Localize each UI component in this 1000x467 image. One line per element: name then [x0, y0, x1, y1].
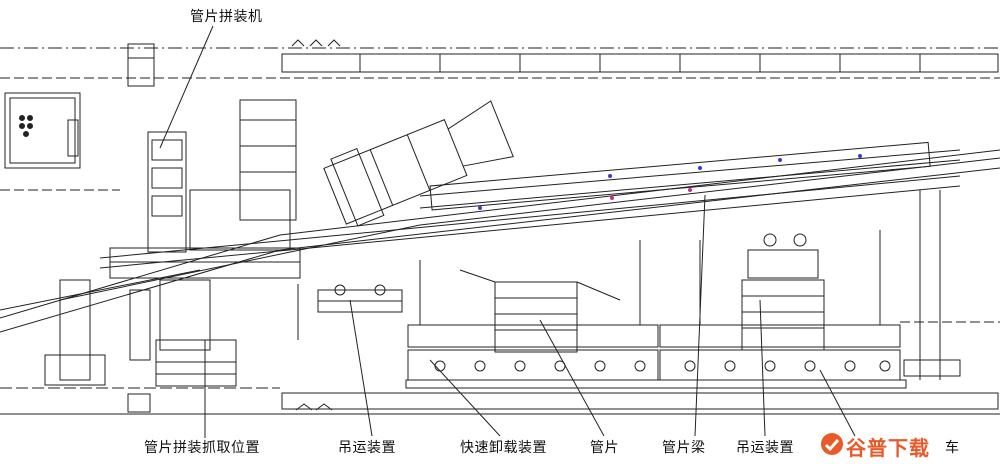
label-hoist-device-right: 吊运装置	[736, 440, 794, 456]
label-erector-pick-position: 管片拼装抓取位置	[144, 440, 260, 456]
left-cabinet	[0, 92, 120, 191]
right-end-structure	[900, 190, 1000, 380]
bottom-boundary	[0, 387, 1000, 415]
pick-position-base	[44, 279, 237, 387]
unload-platform	[405, 230, 907, 389]
label-quick-unload-device: 快速卸载装置	[460, 440, 547, 456]
label-segment: 管片	[590, 440, 619, 456]
hoist-device-right-shape	[741, 233, 825, 351]
watermark: 谷普下载	[818, 430, 968, 460]
hoist-device-left-shape	[297, 284, 403, 340]
leader-lines	[159, 25, 856, 438]
label-car-partial: 车	[945, 440, 960, 456]
erector-cylinder	[323, 100, 514, 227]
label-segment-erector: 管片拼装机	[190, 9, 263, 25]
inclined-conveyor	[0, 141, 1000, 333]
top-boundary	[0, 39, 1000, 87]
watermark-text: 谷普下载	[846, 436, 930, 460]
label-segment-beam: 管片梁	[662, 440, 706, 456]
watermark-logo-icon	[821, 433, 843, 455]
label-hoist-device-left: 吊运装置	[338, 440, 396, 456]
beam-accent-marks	[478, 154, 862, 210]
segment-stack	[459, 269, 621, 353]
